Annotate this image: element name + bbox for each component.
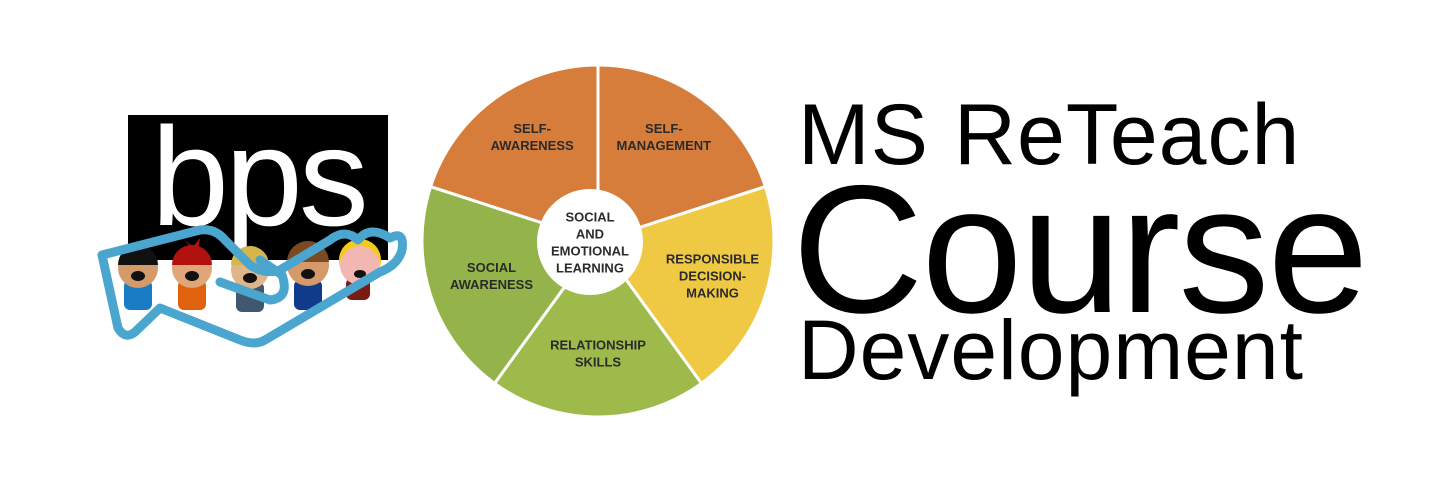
- wheel-segment-label: SKILLS: [575, 355, 622, 370]
- sel-wheel: SELF- MANAGEMENT RESPONSIBLE DECISION- MAKIN…: [410, 55, 790, 425]
- title-line-3: Development: [798, 303, 1304, 397]
- wheel-center-label: LEARNING: [556, 261, 624, 276]
- bps-logo: bps: [90, 98, 420, 360]
- wheel-center: [537, 189, 643, 295]
- wheel-segment: [596, 63, 768, 244]
- wheel-segment-label: MANAGEMENT: [617, 138, 712, 153]
- wheel-segment-label: RESPONSIBLE: [666, 252, 760, 267]
- wheel-segment-label: SELF-: [513, 121, 551, 136]
- hand-outline: [97, 225, 407, 348]
- title-line-2: Course: [792, 147, 1369, 351]
- wheel-segment-label: SOCIAL: [467, 260, 516, 275]
- title-line-1: MS ReTeach: [798, 87, 1301, 183]
- wheel-segment-label: RELATIONSHIP: [550, 338, 646, 353]
- wheel-center-label: AND: [576, 227, 604, 242]
- wheel-segment-label: AWARENESS: [450, 277, 533, 292]
- wheel-segment-label: MAKING: [686, 286, 739, 301]
- wheel-segment-label: AWARENESS: [491, 138, 574, 153]
- wheel-segment: [492, 238, 704, 419]
- wheel-segment-label: SELF-: [645, 121, 683, 136]
- wheel-segment-label: DECISION-: [679, 269, 746, 284]
- wheel-center-label: SOCIAL: [565, 210, 614, 225]
- wheel-segment: [428, 63, 600, 244]
- wheel-center-label: EMOTIONAL: [551, 244, 629, 259]
